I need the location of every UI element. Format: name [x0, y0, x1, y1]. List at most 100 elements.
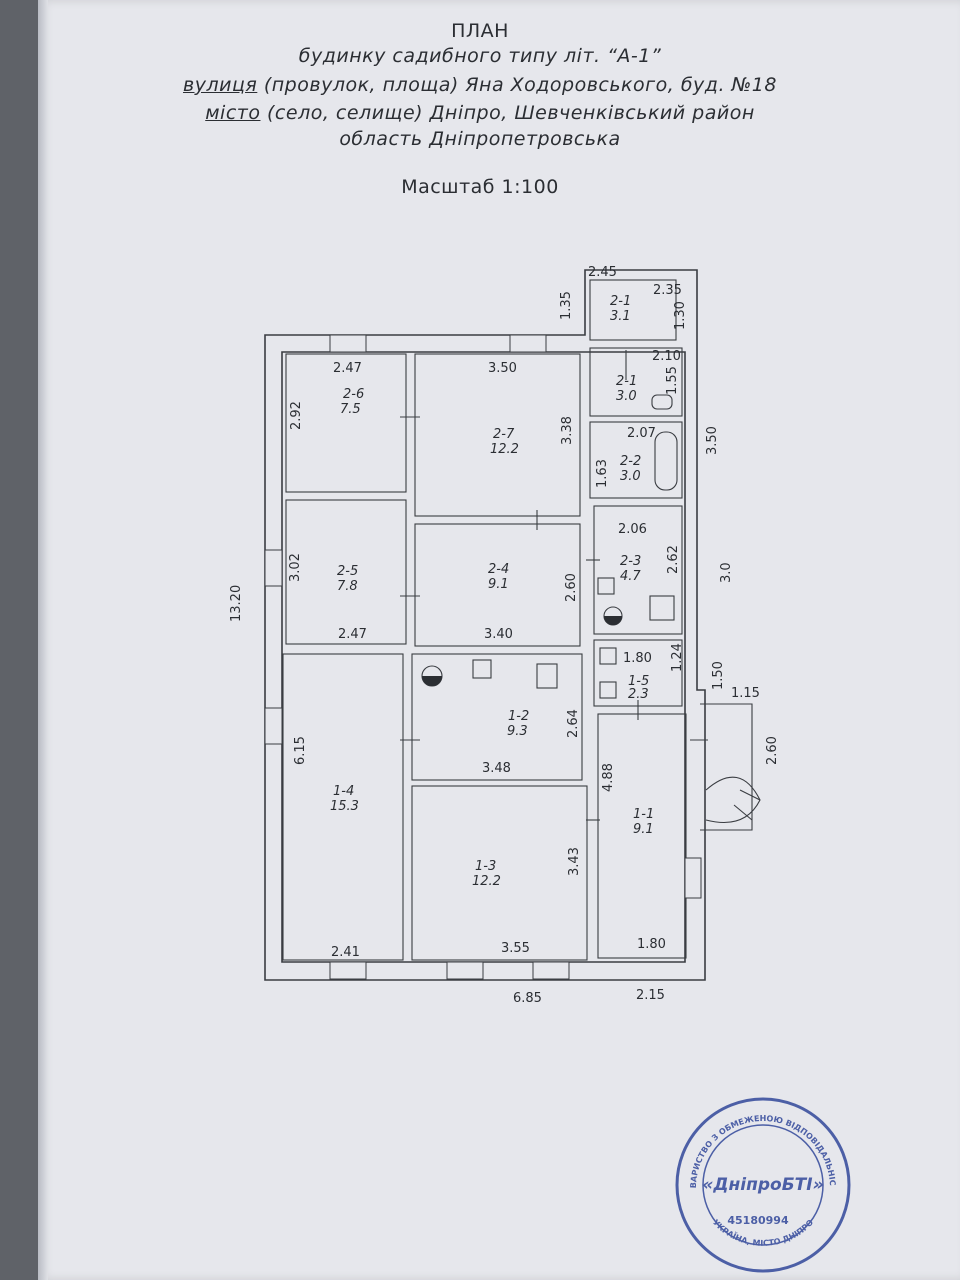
window: [532, 961, 570, 980]
room-2-1-vestibule: [589, 279, 677, 341]
room-area: 7.5: [340, 402, 361, 417]
dimension: 2.47: [338, 627, 367, 642]
dimension: 2.60: [564, 573, 579, 602]
dimension: 3.50: [488, 361, 517, 376]
street-line: вулиця (провулок, площа) Яна Ходоровсько…: [0, 74, 960, 96]
room-id: 2-1: [616, 374, 637, 389]
room-1-3: [411, 785, 588, 961]
dimension: 2.62: [666, 545, 681, 574]
door-marks: [400, 416, 708, 821]
plan-title: ПЛАН: [451, 20, 509, 42]
dimension: 1.80: [623, 651, 652, 666]
dimension: 1.15: [731, 686, 760, 701]
room-2-1-wc: [589, 347, 683, 417]
room-id: 1-4: [333, 784, 354, 799]
dimension: 1.24: [670, 643, 685, 672]
stove-icon: [649, 595, 675, 621]
boiler-fill: [604, 616, 622, 625]
window: [446, 961, 484, 980]
document-sheet: [38, 0, 960, 1280]
room-id: 2-3: [620, 554, 641, 569]
city-label: місто: [205, 102, 261, 124]
room-2-2: [589, 421, 683, 499]
bathtub-icon: [654, 431, 678, 491]
room-area: 4.7: [620, 569, 641, 584]
dimension: 6.85: [513, 991, 542, 1006]
dimension: 2.60: [765, 736, 780, 765]
dimension: 1.35: [559, 291, 574, 320]
boiler-fill: [422, 676, 442, 686]
room-area: 9.1: [488, 577, 509, 592]
sink-icon: [597, 577, 615, 595]
room-1-1: [597, 713, 687, 959]
dimension: 2.64: [566, 709, 581, 738]
room-id: 2-1: [610, 294, 631, 309]
stamp-name: «ДніпроБТІ»: [702, 1175, 823, 1195]
room-area: 3.0: [620, 469, 641, 484]
stamp-code: 45180994: [727, 1214, 789, 1227]
dimension: 1.30: [673, 301, 688, 330]
room-area: 12.2: [472, 874, 501, 889]
room-id: 2-2: [620, 454, 641, 469]
window: [264, 707, 283, 745]
room-area: 9.1: [633, 822, 654, 837]
dimension: 2.10: [652, 349, 681, 364]
room-area: 2.3: [628, 687, 649, 702]
scale-label: Масштаб 1:100: [401, 176, 559, 198]
dimension: 13.20: [229, 585, 244, 622]
dimension: 1.55: [665, 366, 680, 395]
dimension: 2.47: [333, 361, 362, 376]
room-id: 1-2: [508, 709, 529, 724]
stair-step: [739, 789, 761, 801]
toilet-icon: [651, 394, 673, 410]
room-2-5: [285, 499, 407, 645]
city-line: місто (село, селище) Дніпро, Шевченківсь…: [0, 102, 960, 124]
dimension: 3.55: [501, 941, 530, 956]
porch: [700, 703, 753, 831]
dimension: 3.48: [482, 761, 511, 776]
dimension: 4.88: [601, 763, 616, 792]
room-2-3: [593, 505, 683, 635]
stamp: ТОВАРИСТВО З ОБМЕЖЕНОЮ ВІДПОВІДАЛЬНІСТЮ …: [668, 1090, 851, 1273]
stamp-ring-top: ТОВАРИСТВО З ОБМЕЖЕНОЮ ВІДПОВІДАЛЬНІСТЮ: [668, 1090, 837, 1189]
city-text: (село, селище) Дніпро, Шевченківський ра…: [260, 102, 755, 124]
window: [329, 334, 367, 353]
dimension: 2.35: [653, 283, 682, 298]
window: [684, 857, 702, 899]
room-area: 9.3: [507, 724, 528, 739]
stove-icon: [536, 663, 558, 689]
dimension: 2.06: [618, 522, 647, 537]
dimension: 2.07: [627, 426, 656, 441]
room-area: 3.0: [616, 389, 637, 404]
dimension: 2.45: [588, 265, 617, 280]
dimension: 2.41: [331, 945, 360, 960]
stamp-inner-ring: [702, 1124, 824, 1246]
dimension: 3.02: [288, 553, 303, 582]
dimension: 1.80: [637, 937, 666, 952]
room-area: 12.2: [490, 442, 519, 457]
room-id: 1-1: [633, 807, 654, 822]
stamp-outer-ring: [675, 1097, 851, 1273]
sink-icon: [599, 681, 617, 699]
sink-icon: [599, 647, 617, 665]
dimension: 3.38: [560, 416, 575, 445]
room-labels: 2-6 7.5 2-7 12.2 2-1 3.1 2-1 3.0 2-2 3.0…: [330, 294, 654, 889]
room-id: 2-6: [343, 387, 364, 402]
room-id: 2-5: [337, 564, 358, 579]
street-text: (провулок, площа) Яна Ходоровського, буд…: [257, 74, 777, 96]
dimension: 1.50: [711, 661, 726, 690]
room-id: 1-3: [475, 859, 496, 874]
room-1-4: [282, 653, 404, 961]
room-2-4: [414, 523, 581, 647]
room-2-6: [285, 353, 407, 493]
dimension: 6.15: [293, 736, 308, 765]
room-area: 7.8: [337, 579, 358, 594]
outer-wall: [264, 269, 706, 981]
dimension-labels: 2.45 2.35 1.35 1.30 2.47 3.50 2.10 1.55 …: [229, 265, 780, 1006]
room-id: 2-7: [493, 427, 515, 442]
dimension: 3.50: [705, 426, 720, 455]
room-area: 15.3: [330, 799, 359, 814]
room-area: 3.1: [610, 309, 631, 324]
inner-outline: [281, 351, 686, 963]
